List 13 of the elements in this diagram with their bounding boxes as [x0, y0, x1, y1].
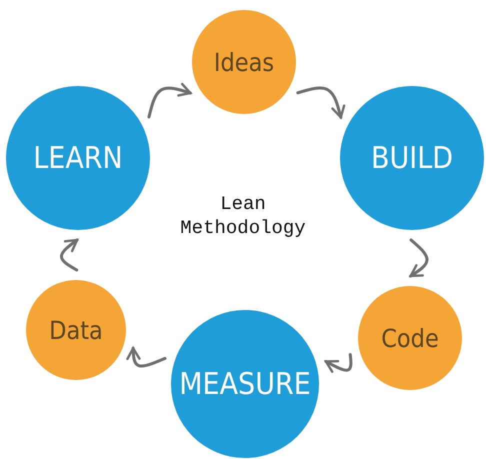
curved-arrow: [324, 353, 352, 373]
circle-label: Ideas: [214, 48, 274, 76]
circle-label: MEASURE: [179, 366, 311, 402]
center-title: Lean Methodology: [179, 193, 307, 240]
curved-arrow: [409, 238, 428, 278]
curved-arrow: [147, 82, 192, 118]
circle-label: Data: [49, 316, 103, 344]
curved-arrow: [60, 238, 79, 272]
circle-label: Code: [381, 324, 439, 352]
circle-label: LEARN: [33, 140, 123, 176]
circle-label: BUILD: [370, 140, 454, 176]
curved-arrow: [126, 346, 166, 368]
curved-arrow: [296, 86, 346, 119]
